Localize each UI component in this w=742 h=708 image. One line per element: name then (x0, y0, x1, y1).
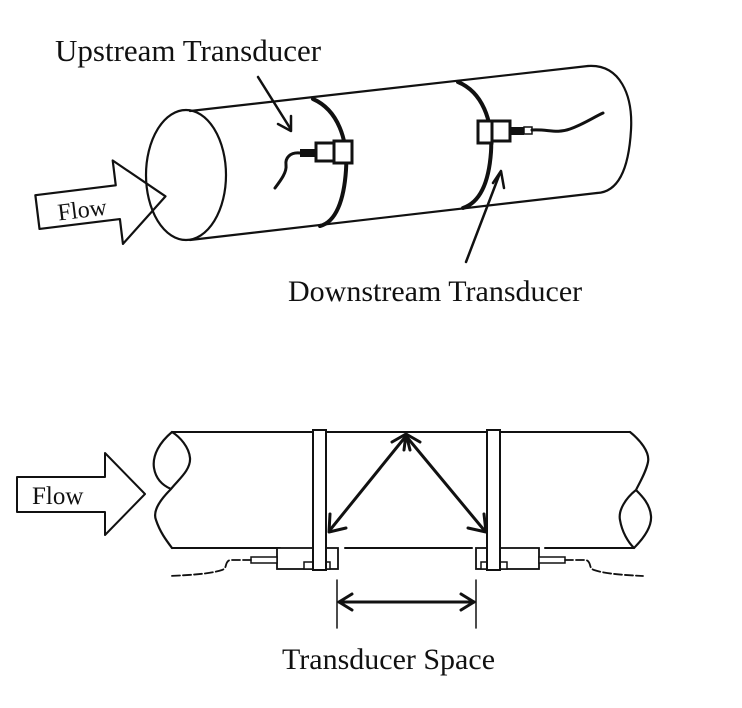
signal-path-arrows (327, 432, 488, 534)
downstream-clamp-band (456, 80, 494, 210)
flow-arrow-top: Flow (34, 159, 167, 245)
bottom-section-view: Flow (16, 429, 653, 676)
transducer-spacing-dimension (336, 579, 477, 629)
downstream-transducer-section (475, 429, 644, 577)
transducer-space-label: Transducer Space (282, 643, 495, 676)
upstream-clamp-band (311, 97, 349, 228)
upstream-transducer-section (169, 429, 339, 577)
flow-arrow-bottom: Flow (16, 452, 146, 536)
upstream-transducer-label: Upstream Transducer (55, 33, 322, 68)
flow-label-bottom: Flow (32, 483, 83, 510)
pipe-cylinder (144, 64, 633, 242)
top-pipe-view: Upstream Transducer (34, 33, 633, 308)
downstream-transducer-icon (476, 111, 605, 145)
downstream-pointer-arrow-icon (464, 169, 506, 264)
upstream-transducer-icon (273, 139, 354, 190)
upstream-pointer-arrow-icon (256, 75, 293, 133)
flow-label-top: Flow (56, 195, 109, 227)
downstream-transducer-label: Downstream Transducer (288, 275, 582, 308)
pipe-section (152, 430, 653, 550)
